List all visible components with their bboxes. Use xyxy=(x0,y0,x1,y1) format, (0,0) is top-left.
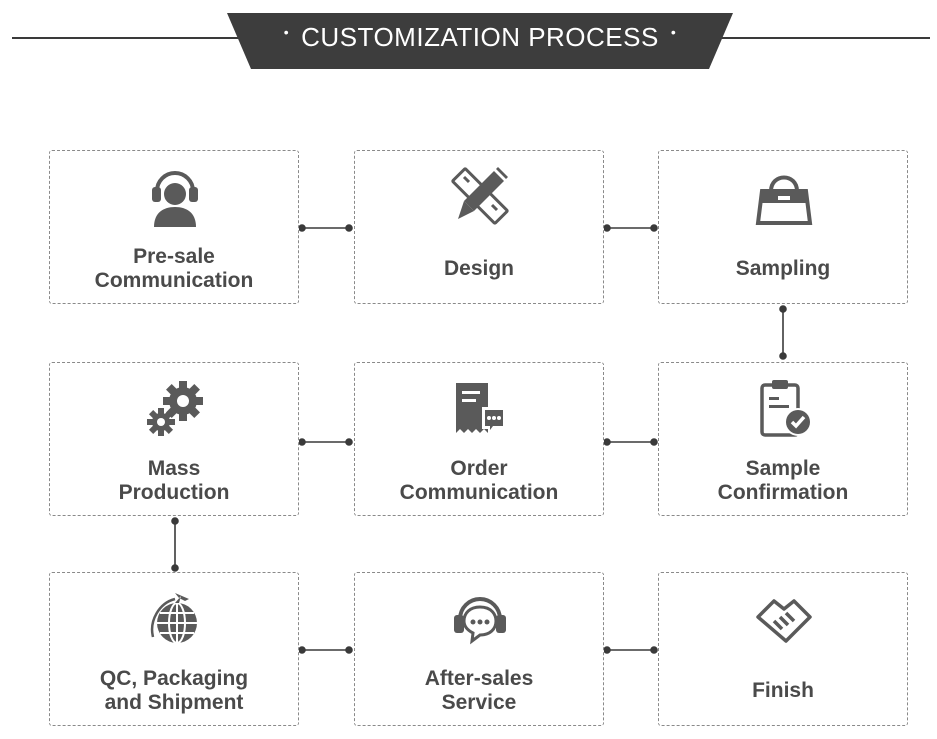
document-chat-icon xyxy=(456,383,506,435)
step-label: QC, Packaging and Shipment xyxy=(99,667,249,714)
handbag-icon xyxy=(755,175,813,225)
header-line-right xyxy=(718,37,930,39)
header-banner xyxy=(227,13,733,69)
title-text: CUSTOMIZATION PROCESS xyxy=(301,21,659,52)
clipboard-check-icon xyxy=(760,380,812,437)
step-qc-packaging-shipment: QC, Packaging and Shipment xyxy=(49,572,299,726)
title-dot-right: • xyxy=(670,24,677,40)
step-label: Sampling xyxy=(735,257,831,280)
page-title: • CUSTOMIZATION PROCESS • xyxy=(225,11,735,63)
step-label: Mass Production xyxy=(118,457,230,504)
step-label: Order Communication xyxy=(399,457,559,504)
step-presale-communication: Pre-sale Communication xyxy=(49,150,299,304)
globe-plane-icon xyxy=(150,593,197,644)
step-label: Sample Confirmation xyxy=(717,457,849,504)
step-label: Pre-sale Communication xyxy=(94,245,254,292)
header-line-left xyxy=(12,37,242,39)
step-order-communication: Order Communication xyxy=(354,362,604,516)
step-mass-production: Mass Production xyxy=(49,362,299,516)
step-sampling: Sampling xyxy=(658,150,908,304)
title-dot-left: • xyxy=(283,24,290,40)
step-sample-confirmation: Sample Confirmation xyxy=(658,362,908,516)
step-label: After-sales Service xyxy=(424,667,534,714)
pencil-ruler-icon xyxy=(451,167,509,225)
step-label: Finish xyxy=(752,679,814,702)
step-design: Design xyxy=(354,150,604,304)
headset-chat-icon xyxy=(454,597,506,645)
step-finish: Finish xyxy=(658,572,908,726)
handshake-icon xyxy=(756,599,812,643)
headset-person-icon xyxy=(152,171,198,227)
gears-icon xyxy=(147,381,203,436)
step-after-sales-service: After-sales Service xyxy=(354,572,604,726)
step-label: Design xyxy=(443,257,514,280)
